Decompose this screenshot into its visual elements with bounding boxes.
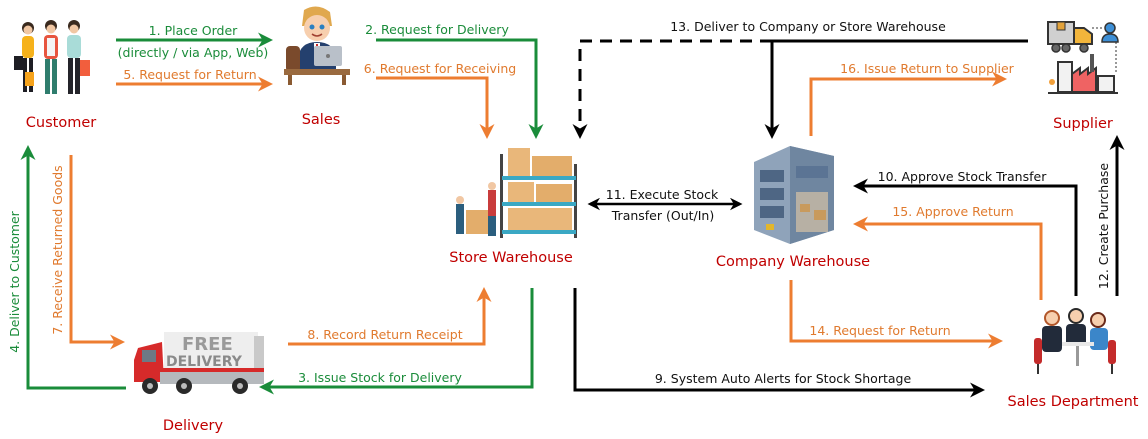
sales-label: Sales (302, 112, 341, 128)
label-request-receiving: 6. Request for Receiving (364, 61, 516, 76)
label-approve-stock-transfer: 10. Approve Stock Transfer (878, 169, 1048, 184)
sales-department-label: Sales Department (1008, 394, 1139, 410)
truck-free-text: FREE (182, 334, 233, 355)
delivery-truck-icon: FREE DELIVERY (134, 332, 264, 394)
arrow-issue-stock (259, 288, 534, 395)
arrow-company-return-request (789, 280, 1003, 349)
arrow-receive-returned-goods (69, 155, 125, 350)
warehouse-building-icon (754, 146, 834, 244)
shoppers-icon (14, 20, 90, 94)
arrow-return-to-supplier (809, 71, 1007, 136)
arrow-approve-stock-transfer (853, 178, 1078, 296)
label-request-delivery: 2. Request for Delivery (365, 22, 509, 37)
label-place-order-sub: (directly / via App, Web) (118, 45, 269, 60)
supplier-truck-factory-icon (1047, 21, 1119, 94)
label-record-return-receipt: 8. Record Return Receipt (307, 327, 462, 342)
arrow-supplier-to-store-warehouse-dashed (572, 39, 772, 139)
label-place-order: 1. Place Order (149, 23, 238, 38)
company-warehouse-label: Company Warehouse (716, 254, 870, 270)
meeting-team-icon (1034, 308, 1116, 374)
label-stock-shortage-alert: 9. System Auto Alerts for Stock Shortage (655, 371, 912, 386)
arrow-record-return-receipt (288, 287, 492, 346)
store-warehouse-label: Store Warehouse (449, 250, 573, 266)
label-return-to-supplier: 16. Issue Return to Supplier (840, 61, 1014, 76)
label-execute-stock-transfer-sub: Transfer (Out/In) (611, 208, 714, 223)
label-supplier-deliver: 13. Deliver to Company or Store Warehous… (670, 19, 946, 34)
label-create-purchase: 12. Create Purchase (1096, 163, 1111, 289)
arrow-deliver-to-customer (20, 145, 126, 390)
label-customer-return-request: 5. Request for Return (123, 67, 256, 82)
arrow-request-receiving (376, 76, 495, 139)
warehouse-shelves-icon (456, 148, 577, 238)
label-execute-stock-transfer: 11. Execute Stock (606, 187, 719, 202)
arrow-request-delivery (376, 38, 544, 139)
arrow-approve-return (853, 216, 1043, 300)
salesperson-laptop-icon (284, 6, 350, 85)
label-receive-returned-goods: 7. Receive Returned Goods (50, 165, 65, 334)
label-deliver-to-customer: 4. Deliver to Customer (7, 210, 22, 352)
label-company-return-request: 14. Request for Return (809, 323, 950, 338)
arrow-stock-shortage-alert (573, 288, 985, 398)
delivery-label: Delivery (163, 418, 224, 434)
truck-delivery-text: DELIVERY (166, 354, 243, 370)
supplier-label: Supplier (1053, 116, 1113, 132)
customer-label: Customer (26, 115, 96, 131)
label-approve-return: 15. Approve Return (892, 204, 1013, 219)
label-issue-stock: 3. Issue Stock for Delivery (298, 370, 462, 385)
